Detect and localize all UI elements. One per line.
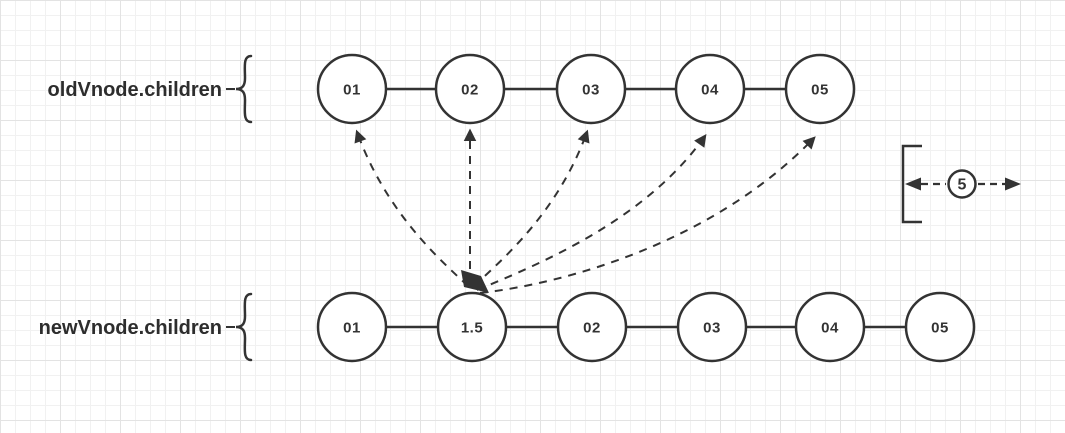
- node-circle: [784, 53, 856, 125]
- move-count-indicator: 5: [901, 144, 1021, 224]
- count-badge-label: 5: [958, 177, 967, 194]
- arrow-origin-arrowhead-icon: [461, 270, 489, 293]
- node-label: 03: [703, 319, 721, 336]
- mapping-arrow-to-old-01: [354, 129, 469, 287]
- node-label: 04: [701, 81, 719, 98]
- node-circle: [794, 291, 866, 363]
- node-circle: [674, 53, 746, 125]
- old-node-4: 04: [674, 53, 746, 125]
- node-label: 01: [343, 319, 361, 336]
- node-label: 02: [583, 319, 601, 336]
- mapping-arrows: [354, 128, 816, 294]
- new-node-2: 1.5: [436, 291, 508, 363]
- node-circle: [316, 291, 388, 363]
- node-label: 02: [461, 81, 479, 98]
- old-row-header: oldVnode.children: [48, 54, 253, 124]
- new-row-header: newVnode.children: [39, 292, 253, 362]
- old-row-label: oldVnode.children: [48, 79, 222, 101]
- old-node-5: 05: [784, 53, 856, 125]
- node-circle: [434, 53, 506, 125]
- node-circle: [904, 291, 976, 363]
- new-node-3: 02: [556, 291, 628, 363]
- left-arrowhead-icon: [905, 177, 921, 191]
- new-row-nodes: 01 1.5 02 03 04 05: [316, 291, 976, 363]
- range-bracket-icon: [901, 144, 922, 224]
- old-node-3: 03: [555, 53, 627, 125]
- node-label: 05: [931, 319, 949, 336]
- new-node-5: 04: [794, 291, 866, 363]
- node-label: 1.5: [461, 319, 483, 336]
- right-arrowhead-icon: [1005, 177, 1021, 191]
- new-node-1: 01: [316, 291, 388, 363]
- count-badge: [947, 169, 977, 199]
- node-label: 03: [582, 81, 600, 98]
- new-node-6: 05: [904, 291, 976, 363]
- node-circle: [676, 291, 748, 363]
- node-circle: [556, 291, 628, 363]
- mapping-arrow-to-old-04: [476, 133, 707, 291]
- node-label: 04: [821, 319, 839, 336]
- old-node-1: 01: [316, 53, 388, 125]
- mapping-arrow-to-old-05: [479, 136, 816, 294]
- mapping-arrow-to-old-03: [473, 129, 590, 287]
- node-circle: [436, 291, 508, 363]
- node-circle: [316, 53, 388, 125]
- new-node-4: 03: [676, 291, 748, 363]
- new-row-label: newVnode.children: [39, 317, 222, 339]
- old-node-2: 02: [434, 53, 506, 125]
- old-curly-brace-icon: [235, 54, 253, 124]
- new-curly-brace-icon: [235, 292, 253, 362]
- node-label: 01: [343, 81, 361, 98]
- node-circle: [555, 53, 627, 125]
- old-row-nodes: 01 02 03 04 05: [316, 53, 856, 125]
- node-label: 05: [811, 81, 829, 98]
